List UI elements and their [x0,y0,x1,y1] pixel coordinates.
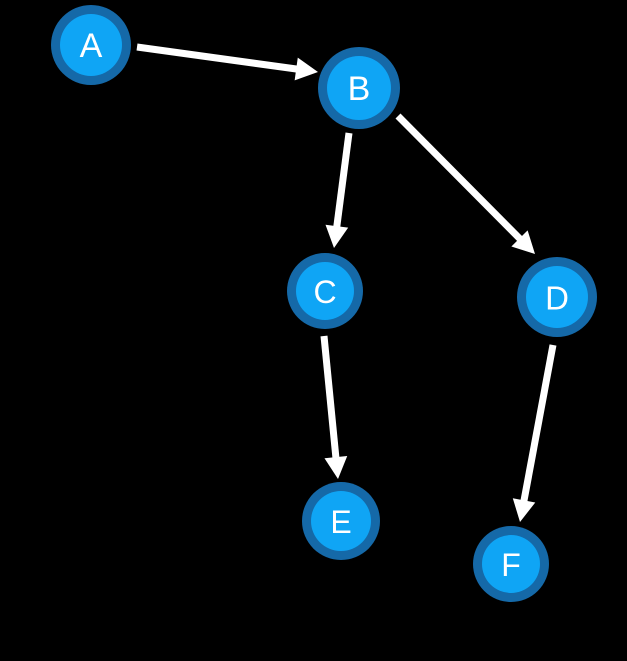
node-a[interactable]: A [51,5,131,85]
node-fill [327,56,391,120]
edge-line [520,344,557,503]
node-label: F [501,547,521,583]
arrowhead-icon [512,498,536,522]
node-fill [311,491,371,551]
node-fill [60,14,122,76]
node-label: E [330,504,351,540]
node-fill [482,535,540,593]
node-f[interactable]: F [473,526,549,602]
edge-a-to-b [136,43,318,81]
node-fill [296,262,354,320]
arrowhead-icon [325,224,349,248]
arrowhead-icon [511,230,535,254]
node-label: D [545,280,569,317]
edge-line [395,113,524,243]
edge-line [333,132,353,229]
edge-c-to-e [320,335,348,479]
node-label: A [80,27,103,65]
node-fill [526,266,588,328]
node-label: C [313,274,336,310]
edges-layer [136,43,557,522]
nodes-layer: A B C D E F [51,5,597,602]
edge-b-to-d [395,113,535,254]
edge-line [136,43,299,73]
node-c[interactable]: C [287,253,363,329]
node-b[interactable]: B [318,47,400,129]
arrowhead-icon [294,57,318,81]
edge-line [320,335,340,460]
node-d[interactable]: D [517,257,597,337]
edge-d-to-f [512,344,557,522]
node-label: B [348,70,371,108]
node-e[interactable]: E [302,482,380,560]
edge-b-to-c [325,132,353,248]
arrowhead-icon [324,455,348,479]
